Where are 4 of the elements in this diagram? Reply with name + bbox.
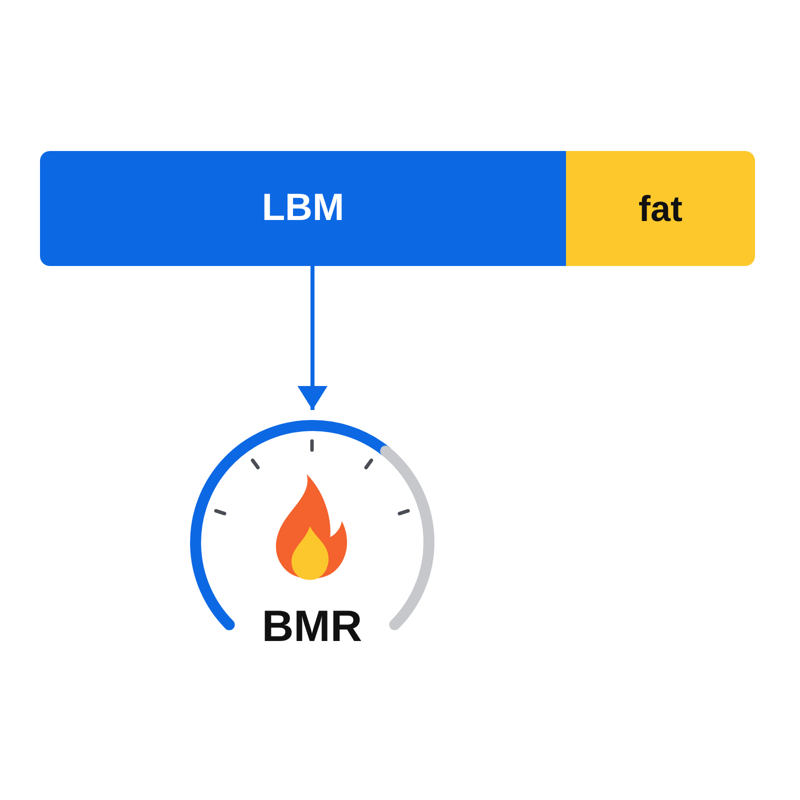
node-label: BMR bbox=[262, 605, 362, 649]
bar-segment: LBM bbox=[40, 151, 566, 266]
arrow bbox=[298, 266, 328, 410]
bar-segment: fat bbox=[566, 151, 755, 266]
